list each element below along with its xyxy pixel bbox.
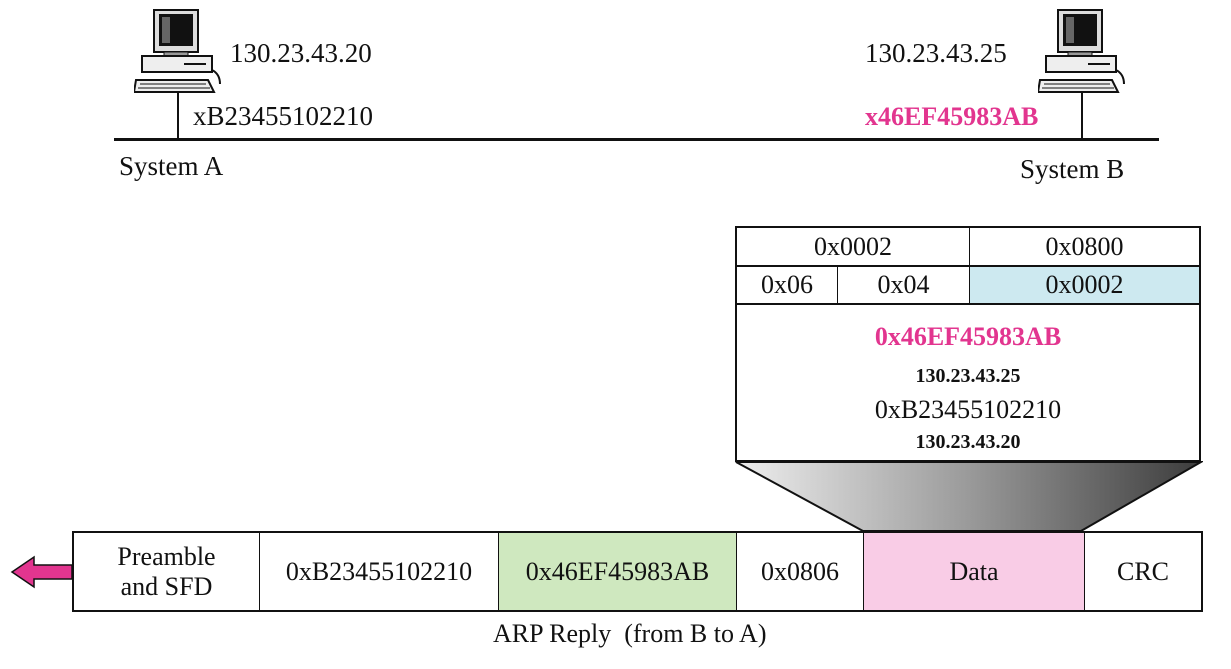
operation-field: 0x0002 bbox=[969, 266, 1199, 305]
computer-b-icon bbox=[1038, 9, 1125, 93]
sender-ip: 130.23.43.25 bbox=[915, 365, 1021, 387]
protocol-type-field: 0x0800 bbox=[969, 228, 1199, 266]
ethernet-frame: Preamble and SFD 0xB23455102210 0x46EF45… bbox=[72, 531, 1203, 612]
operation-value: 0x0002 bbox=[1045, 270, 1124, 299]
hardware-type-field: 0x0002 bbox=[737, 228, 970, 266]
system-a-drop bbox=[177, 92, 179, 140]
arp-packet: 0x0002 0x0800 0x06 0x04 0x0002 0x46EF459… bbox=[735, 226, 1201, 462]
system-b-drop bbox=[1081, 92, 1083, 140]
sender-mac: 0x46EF45983AB bbox=[874, 322, 1062, 351]
data-label: Data bbox=[949, 556, 999, 586]
preamble-field: Preamble and SFD bbox=[74, 533, 260, 610]
data-field: Data bbox=[864, 533, 1085, 610]
hardware-length-field: 0x06 bbox=[737, 266, 838, 305]
system-a-ip: 130.23.43.20 bbox=[230, 38, 372, 68]
type-value: 0x0806 bbox=[761, 556, 839, 586]
target-mac: 0xB23455102210 bbox=[874, 395, 1062, 424]
encapsulation-funnel bbox=[735, 461, 1203, 532]
system-b-label: System B bbox=[1020, 154, 1125, 184]
hardware-type-value: 0x0002 bbox=[814, 231, 892, 261]
system-b-ip: 130.23.43.25 bbox=[865, 38, 1007, 68]
protocol-length-field: 0x04 bbox=[837, 266, 970, 305]
preamble-label: Preamble and SFD bbox=[117, 541, 216, 601]
crc-label: CRC bbox=[1116, 556, 1170, 586]
frame-caption: ARP Reply (from B to A) bbox=[493, 619, 767, 648]
system-a-mac: xB23455102210 bbox=[193, 101, 374, 131]
network-bus bbox=[114, 138, 1159, 141]
computer-a-icon bbox=[134, 9, 221, 93]
hardware-length-value: 0x06 bbox=[761, 270, 813, 299]
protocol-type-value: 0x0800 bbox=[1045, 231, 1124, 261]
source-value: 0x46EF45983AB bbox=[525, 556, 710, 586]
left-arrow-icon bbox=[10, 555, 73, 589]
destination-value: 0xB23455102210 bbox=[285, 556, 473, 586]
system-b-mac: x46EF45983AB bbox=[865, 102, 1039, 131]
source-field: 0x46EF45983AB bbox=[499, 533, 737, 610]
protocol-length-value: 0x04 bbox=[877, 270, 930, 299]
crc-field: CRC bbox=[1085, 533, 1201, 610]
system-a-label: System A bbox=[119, 151, 224, 181]
destination-field: 0xB23455102210 bbox=[260, 533, 499, 610]
type-field: 0x0806 bbox=[737, 533, 864, 610]
target-ip: 130.23.43.20 bbox=[915, 431, 1021, 453]
